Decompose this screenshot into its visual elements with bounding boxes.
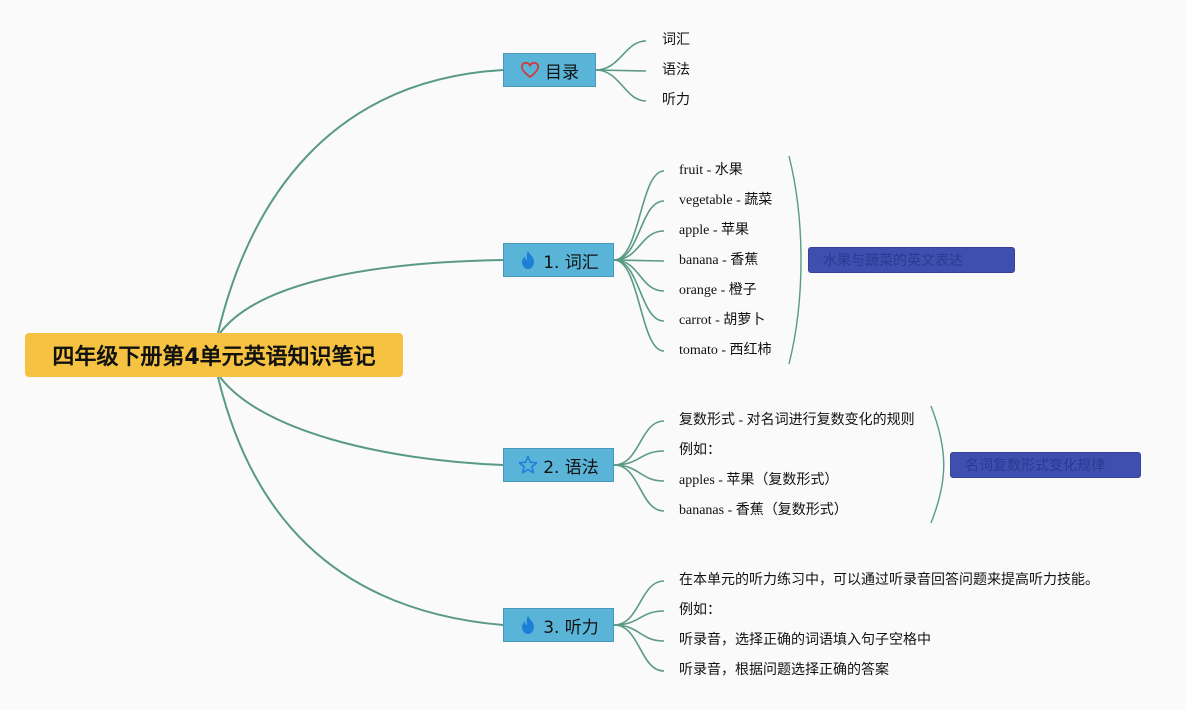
grammar-item[interactable]: bananas - 香蕉（复数形式） — [679, 503, 848, 518]
root-link-listening — [217, 376, 504, 626]
vocab-item[interactable]: orange - 橙子 — [679, 283, 757, 298]
branch-grammar-label: 2. 语法 — [543, 457, 599, 478]
grammar-summary[interactable]: 名词复数形式变化规律 — [950, 452, 1141, 478]
branch-vocab-label: 1. 词汇 — [543, 252, 599, 273]
listening-item[interactable]: 例如： — [679, 603, 721, 618]
star-icon — [518, 455, 538, 475]
vocab-link-5 — [613, 259, 665, 292]
grammar-item[interactable]: apples - 苹果（复数形式） — [679, 473, 839, 488]
toc-item[interactable]: 语法 — [662, 63, 690, 78]
flame-icon — [518, 615, 538, 635]
vocab-link-1 — [613, 170, 665, 261]
vocab-item[interactable]: tomato - 西红柿 — [679, 343, 772, 358]
grammar-link-1 — [613, 420, 665, 466]
branch-grammar[interactable]: 2. 语法 — [503, 448, 614, 482]
toc-item[interactable]: 词汇 — [662, 33, 690, 48]
vocab-summary-brace — [788, 155, 802, 365]
vocab-item[interactable]: carrot - 胡萝卜 — [679, 313, 766, 328]
vocab-link-7 — [613, 259, 665, 352]
grammar-link-4 — [613, 464, 665, 512]
root-link-toc — [217, 69, 504, 334]
grammar-item[interactable]: 复数形式 - 对名词进行复数变化的规则 — [679, 413, 915, 428]
toc-link-2 — [595, 69, 647, 72]
branch-listening[interactable]: 3. 听力 — [503, 608, 614, 642]
toc-item[interactable]: 听力 — [662, 93, 690, 108]
vocab-summary[interactable]: 水果与蔬菜的英文表达 — [808, 247, 1015, 273]
grammar-link-3 — [613, 464, 665, 482]
root-link-vocab — [219, 259, 504, 334]
branch-vocab[interactable]: 1. 词汇 — [503, 243, 614, 277]
vocab-link-3 — [613, 230, 665, 261]
root-link-grammar — [219, 376, 504, 466]
branch-toc-label: 目录 — [545, 62, 579, 83]
vocab-link-2 — [613, 200, 665, 261]
listening-link-1 — [613, 580, 665, 626]
vocab-item[interactable]: fruit - 水果 — [679, 163, 743, 178]
listening-link-3 — [613, 624, 665, 642]
listening-item[interactable]: 在本单元的听力练习中，可以通过听录音回答问题来提高听力技能。 — [679, 573, 1099, 588]
grammar-item[interactable]: 例如： — [679, 443, 721, 458]
listening-link-4 — [613, 624, 665, 672]
vocab-item[interactable]: banana - 香蕉 — [679, 253, 759, 268]
toc-link-3 — [595, 69, 647, 102]
vocab-item[interactable]: apple - 苹果 — [679, 223, 749, 238]
branch-toc[interactable]: 目录 — [503, 53, 596, 87]
heart-icon — [520, 60, 540, 80]
toc-link-1 — [595, 40, 647, 71]
flame-icon — [518, 250, 538, 270]
listening-item[interactable]: 听录音，选择正确的词语填入句子空格中 — [679, 633, 931, 648]
listening-item[interactable]: 听录音，根据问题选择正确的答案 — [679, 663, 889, 678]
branch-listening-label: 3. 听力 — [543, 617, 599, 638]
vocab-item[interactable]: vegetable - 蔬菜 — [679, 193, 773, 208]
vocab-link-4 — [613, 259, 665, 262]
grammar-summary-brace — [930, 405, 945, 524]
root-topic[interactable]: 四年级下册第4单元英语知识笔记 — [25, 333, 403, 377]
